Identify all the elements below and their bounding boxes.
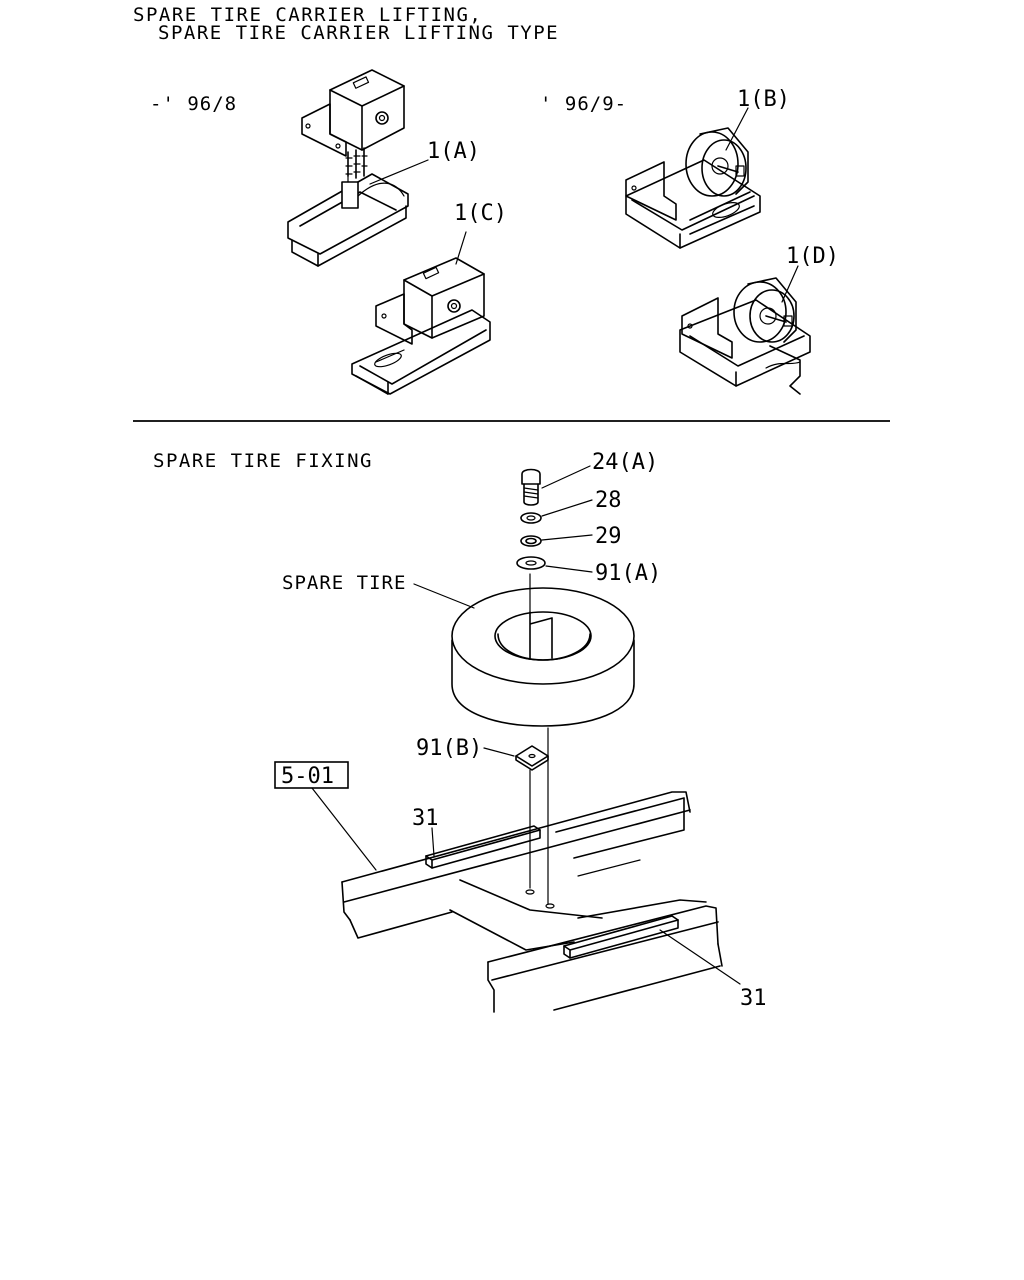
label-part-91a: 91(A) [595,561,661,586]
mount-hole-right [545,903,555,909]
bolt-24a [521,468,541,506]
washer-28 [520,512,542,524]
date-range-before: -' 96/8 [150,93,237,115]
washer-29 [520,535,542,547]
leader-28 [541,499,593,517]
date-range-after: ' 96/9- [540,93,627,115]
label-part-28: 28 [595,488,622,513]
section-title-fixing: SPARE TIRE FIXING [153,450,373,472]
washer-91a [516,556,546,570]
leader-91a [545,565,593,573]
carrier-1b-illustration [625,127,761,249]
leader-spare-tire [413,583,475,609]
label-part-1c: 1(C) [454,201,507,226]
leader-1a [369,159,429,185]
leader-1d [781,265,799,303]
strip-31-lower [563,915,679,959]
label-part-31-upper: 31 [412,806,439,831]
label-part-1b: 1(B) [737,87,790,112]
leader-24a [541,465,591,489]
spare-tire-illustration [451,573,635,727]
label-part-1a: 1(A) [427,139,480,164]
frame-rails-illustration [341,791,723,1013]
reference-box-label: 5-01 [281,764,334,789]
diagram-subtitle: SPARE TIRE CARRIER LIFTING TYPE [158,22,559,44]
leader-31-upper [431,827,435,857]
label-spare-tire: SPARE TIRE [282,572,406,594]
leader-1c [455,231,467,265]
leader-29 [541,534,593,541]
plate-91b [515,745,549,771]
label-part-91b: 91(B) [416,736,482,761]
diagram-title: SPARE TIRE CARRIER LIFTING, [133,4,482,26]
leader-1b [725,107,749,151]
leader-31-lower [659,929,741,985]
leader-91b [483,747,515,757]
label-part-29: 29 [595,524,622,549]
carrier-1d-illustration [679,277,811,395]
label-part-1d: 1(D) [786,244,839,269]
mount-hole-left [525,889,535,895]
carrier-1c-illustration [351,257,491,395]
label-part-24a: 24(A) [592,450,658,475]
strip-31-upper [425,825,541,869]
label-part-31-lower: 31 [740,986,767,1011]
leader-reference [311,787,377,871]
carrier-1a-illustration [287,69,409,267]
